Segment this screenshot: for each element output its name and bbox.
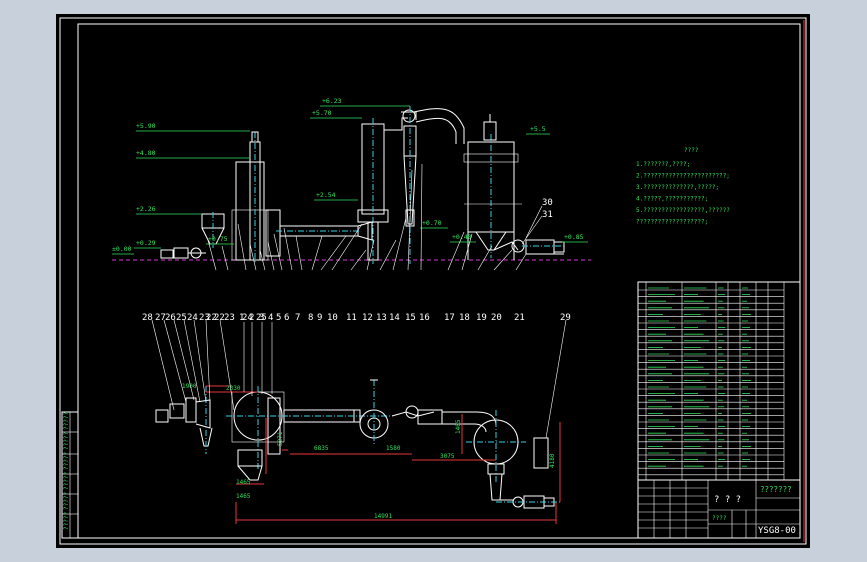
- dimension-label: 1900: [182, 383, 197, 390]
- part-number: 12: [362, 313, 373, 323]
- part-number: 17: [444, 313, 455, 323]
- dimension-label: 3075: [440, 453, 455, 460]
- elevation-label: +0.85: [564, 233, 584, 241]
- dimension-label: 1580: [386, 445, 401, 452]
- elevation-label: +0.75: [208, 235, 228, 243]
- note-line: 5.?????????????????,??????: [636, 207, 730, 214]
- strip-label: ?????: [63, 452, 70, 470]
- outer-frame: [59, 17, 807, 545]
- part-number: 7: [295, 313, 300, 323]
- parts-list-table: [637, 281, 801, 481]
- part-number: 30: [542, 198, 553, 208]
- part-number: 11: [346, 313, 357, 323]
- part-number: 4: [268, 313, 273, 323]
- note-line: 4.?????,???????????;: [636, 196, 708, 203]
- dimension-label: 14991: [374, 513, 392, 520]
- dimension-label: 5271: [277, 431, 284, 446]
- elevation-label: +0.29: [136, 239, 156, 247]
- strip-label: ?????: [63, 432, 70, 450]
- part-number: 3: [259, 313, 264, 323]
- strip-label: ?????: [63, 512, 70, 530]
- notes-title: ????: [684, 147, 699, 154]
- elevation-label: +0.70: [422, 219, 442, 227]
- elevation-label: +5.5: [530, 125, 546, 133]
- part-number: 13: [376, 313, 387, 323]
- elevation-label: ±0.00: [112, 245, 132, 253]
- strip-label: ?????: [63, 492, 70, 510]
- part-number: 21: [514, 313, 525, 323]
- part-number: 2: [249, 313, 254, 323]
- title-small-label: ????: [712, 515, 727, 522]
- plan-dimensions: [206, 385, 561, 524]
- plan-view: [155, 379, 560, 509]
- part-number: 20: [491, 313, 502, 323]
- title-name: ? ? ?: [714, 495, 741, 505]
- part-number: 10: [327, 313, 338, 323]
- part-number: 19: [476, 313, 487, 323]
- part-number: 18: [459, 313, 470, 323]
- elevation-view: [160, 106, 566, 264]
- part-number: 16: [419, 313, 430, 323]
- part-number: 29: [560, 313, 571, 323]
- part-number: 23: [199, 313, 210, 323]
- note-line: ???????????????????;: [636, 219, 708, 226]
- note-line: 1.???????,????;: [636, 161, 690, 168]
- part-number: 24: [242, 313, 253, 323]
- part-number: 6: [284, 313, 289, 323]
- dimension-label: 4180: [549, 453, 556, 468]
- dimension-label: 1405: [455, 419, 462, 434]
- part-number: 22: [214, 313, 225, 323]
- elevation-label: +5.70: [312, 109, 332, 117]
- note-line: 2.???????????????????????;: [636, 173, 730, 180]
- part-number: 9: [317, 313, 322, 323]
- dimension-label: 1465: [236, 479, 251, 486]
- part-number: 26: [165, 313, 176, 323]
- part-number: 25: [256, 313, 267, 323]
- elevation-markers: [112, 105, 588, 255]
- strip-label: ?????: [63, 472, 70, 490]
- elevation-label: +2.54: [316, 191, 336, 199]
- part-number: 27: [155, 313, 166, 323]
- note-line: 3.??????????????,?????;: [636, 184, 719, 191]
- plan-leaders: [151, 319, 567, 439]
- elevation-label: +5.90: [136, 122, 156, 130]
- part-number: 31: [542, 210, 553, 220]
- elevation-label: +6.23: [322, 97, 342, 105]
- part-number: 1: [239, 313, 244, 323]
- part-number: 28: [142, 313, 153, 323]
- drawing-number: YSG8-00: [758, 526, 796, 536]
- dimension-label: 1465: [236, 493, 251, 500]
- process-flow-drawing: ??????????????????????????????: [59, 17, 807, 545]
- elevation-label: +2.26: [136, 205, 156, 213]
- inner-frame: [77, 23, 801, 539]
- left-title-strip: ??????????????????????????????: [61, 411, 79, 539]
- strip-label: ?????: [63, 412, 70, 430]
- part-number: 14: [389, 313, 400, 323]
- dimension-label: 6835: [314, 445, 329, 452]
- drawing-sheet: ??????????????????????????????: [56, 14, 810, 548]
- part-number: 8: [308, 313, 313, 323]
- part-number: 5: [276, 313, 281, 323]
- part-number: 22: [206, 313, 217, 323]
- elevation-label: +4.80: [136, 149, 156, 157]
- dimension-label: 2330: [226, 385, 241, 392]
- part-number: 24: [187, 313, 198, 323]
- title-block: ? ? ? ??????? ???? YSG8-00: [637, 479, 801, 539]
- part-leaders: [207, 163, 543, 271]
- part-number: 15: [405, 313, 416, 323]
- part-number: 23: [224, 313, 235, 323]
- part-number: 25: [176, 313, 187, 323]
- title-subtitle: ???????: [760, 485, 792, 494]
